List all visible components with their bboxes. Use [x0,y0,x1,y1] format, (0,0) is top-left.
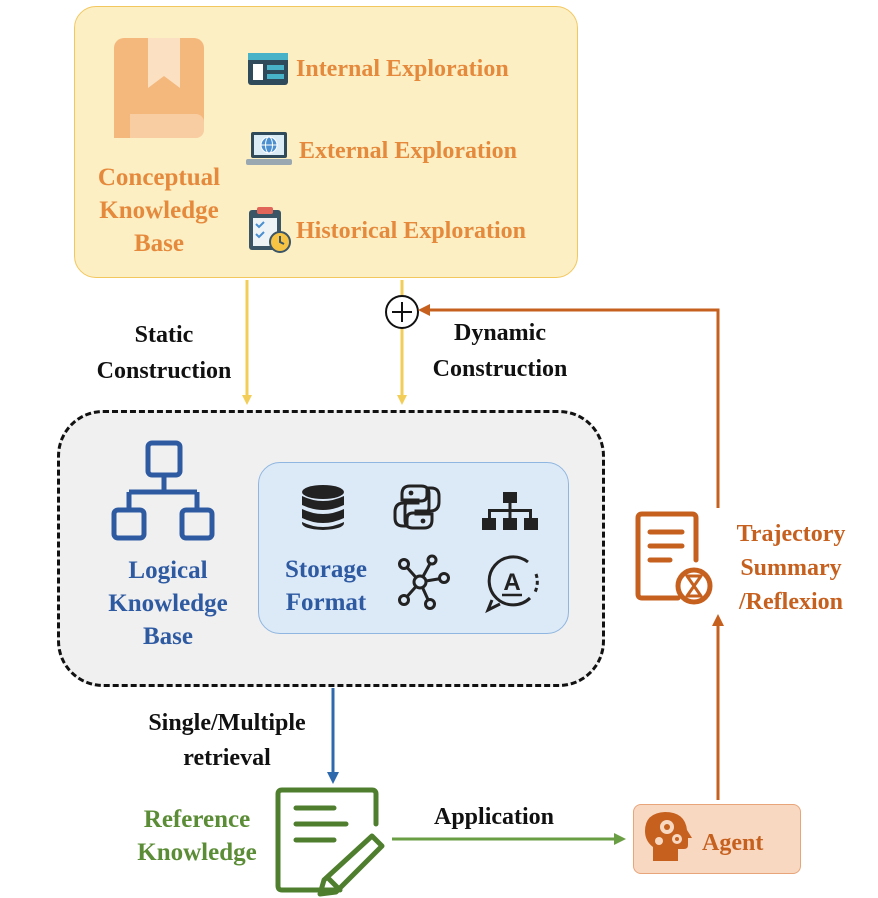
title-line: /Reflexion [739,589,843,615]
book-icon [114,38,204,138]
label-line: Construction [432,356,568,382]
title-line: Conceptual [97,164,221,191]
python-icon [393,484,441,530]
title-line: Knowledge [108,590,228,617]
globe-laptop-icon [246,132,292,165]
storage-format-title: Storage Format [270,553,382,619]
application-label: Application [434,804,555,830]
agent-label: Agent [702,830,764,856]
head-gears-icon [645,812,692,861]
label-line: retrieval [183,745,271,771]
title-line: Trajectory [736,521,846,547]
report-hourglass-icon [635,511,713,605]
document-edit-icon [275,787,385,897]
aggregate-plus-icon [385,295,419,329]
conceptual-kb-title: Conceptual Knowledge Base [84,161,234,260]
reference-knowledge-title: Reference Knowledge [124,803,270,869]
label-line: Single/Multiple [148,710,306,736]
label-line: Construction [96,358,232,384]
title-line: Reference [143,806,251,833]
hierarchy-tree-icon [111,440,215,541]
logical-kb-title: Logical Knowledge Base [96,554,240,653]
hierarchy-icon [482,492,538,530]
internal-exploration-label: Internal Exploration [296,56,509,82]
label-line: Dynamic [454,320,546,346]
historical-exploration-label: Historical Exploration [296,218,526,244]
external-exploration-label: External Exploration [299,138,518,164]
title-line: Storage [285,556,367,583]
title-line: Knowledge [137,839,257,866]
document-window-icon [248,53,288,85]
title-line: Summary [740,555,842,581]
clipboard-clock-icon [249,207,291,253]
text-recognition-icon: A [485,555,539,614]
reflexion-feedback-arrow [418,304,720,508]
retrieval-label: Single/Multiple retrieval [134,706,320,776]
title-line: Knowledge [99,197,219,224]
dynamic-construction-label: Dynamic Construction [420,316,580,388]
title-line: Base [143,623,193,650]
trajectory-summary-title: Trajectory Summary /Reflexion [724,517,858,619]
graph-network-icon [398,554,450,610]
database-icon [302,485,344,530]
label-line: Static [134,322,194,348]
title-line: Base [134,230,184,257]
title-line: Format [285,589,367,616]
static-construction-label: Static Construction [84,318,244,390]
svg-text:A: A [503,569,520,596]
title-line: Logical [128,557,208,584]
